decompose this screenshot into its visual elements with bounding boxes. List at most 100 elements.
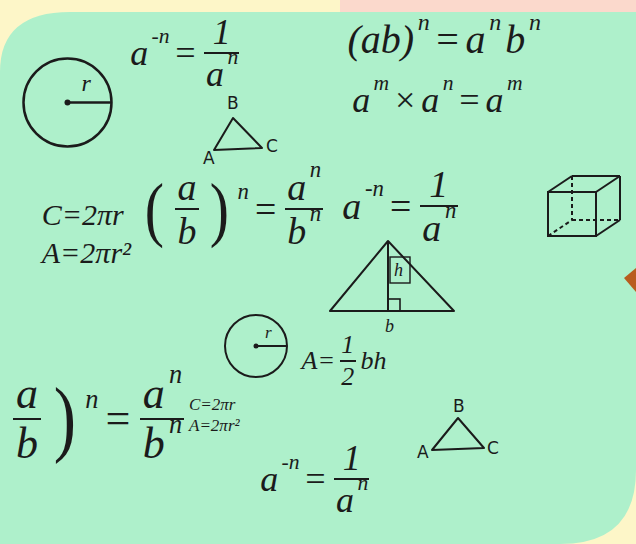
math-symbol: a <box>128 35 150 71</box>
fraction: 1 an <box>334 440 370 518</box>
fraction: ab <box>13 372 40 466</box>
denominator: an <box>204 56 240 92</box>
formula: a-n=1an <box>258 440 374 518</box>
triangle <box>214 118 262 150</box>
math-symbol: a <box>483 82 505 118</box>
exponent: n <box>488 10 503 34</box>
denominator: an <box>334 482 370 518</box>
math-symbol: b <box>503 20 528 60</box>
exponent: n <box>416 10 431 34</box>
top-strip <box>340 0 636 14</box>
fraction: 1 an <box>204 14 240 92</box>
radius-label: r <box>80 71 92 95</box>
exponent: n <box>236 181 250 204</box>
vertex-label: B <box>452 398 466 415</box>
exponent: n <box>308 159 322 182</box>
math-symbol: 1 <box>340 332 356 358</box>
base-label: b <box>384 317 395 335</box>
math-symbol: = <box>455 82 484 118</box>
math-symbol: = <box>385 187 415 225</box>
math-symbol: a <box>258 461 280 497</box>
denominator: bn <box>140 422 184 466</box>
numerator: an <box>140 372 184 416</box>
exponent: n <box>84 386 100 412</box>
math-symbol: = <box>301 461 330 497</box>
math-symbol: 1 <box>427 165 451 203</box>
mint-panel <box>0 12 636 544</box>
circle-outline <box>225 315 287 377</box>
formula: ab)n=anbn <box>8 372 189 466</box>
math-symbol: a <box>140 372 167 416</box>
circle-shape: r <box>20 55 115 150</box>
math-symbol: A= <box>300 348 337 374</box>
vertex-label: B <box>226 95 240 112</box>
math-symbol: a <box>340 187 364 225</box>
exponent: m <box>372 73 390 95</box>
triangle-outline <box>330 241 454 311</box>
math-symbol: 1 <box>210 14 232 50</box>
right-angle-mark <box>388 299 400 311</box>
fraction: ab <box>175 168 199 250</box>
fraction: anbn <box>140 372 184 466</box>
circle-outline <box>24 59 112 147</box>
math-symbol: a <box>334 482 356 518</box>
formula: A=2πr² <box>188 417 241 434</box>
math-symbol: = <box>100 397 135 441</box>
numerator: 1 <box>427 165 451 203</box>
math-symbol: a <box>463 20 488 60</box>
math-symbol: = <box>171 35 200 71</box>
shape-outline <box>222 312 290 380</box>
math-symbol: × <box>390 82 419 118</box>
math-symbol: bh <box>359 348 388 374</box>
exponent: n <box>308 203 322 226</box>
exponent: m <box>506 73 524 95</box>
parenthesis: ( <box>141 173 167 245</box>
fraction: 1 an <box>420 165 458 247</box>
triangle-shape: hb <box>328 235 458 345</box>
fraction-bar <box>13 418 40 420</box>
formula: A=2πr² <box>40 238 133 268</box>
parenthesis: ) <box>207 173 233 245</box>
denominator: b <box>175 212 199 250</box>
vertex-label: A <box>416 444 430 461</box>
numerator: 1 <box>340 332 356 358</box>
formula: A=12bh <box>300 332 388 390</box>
denominator: an <box>420 209 458 247</box>
math-symbol: = <box>431 20 463 60</box>
radius-line <box>256 345 287 347</box>
vertex-label: A <box>202 150 216 167</box>
formula: (ab)n=anbn <box>138 168 327 250</box>
math-symbol: b <box>13 422 40 466</box>
math-symbol: a <box>350 82 372 118</box>
circle-shape: r <box>222 312 290 380</box>
formula: C=2πr <box>40 200 126 230</box>
math-symbol: = <box>250 190 280 228</box>
math-symbol: (ab) <box>345 20 416 60</box>
exponent: n <box>356 473 369 495</box>
shape-outline <box>20 55 115 150</box>
denominator: b <box>13 422 40 466</box>
fraction-bar <box>340 360 356 362</box>
exponent: -n <box>280 452 301 474</box>
cube <box>548 176 620 236</box>
exponent: n <box>226 47 239 69</box>
radius-label: r <box>264 324 273 341</box>
height-label: h <box>393 261 404 279</box>
vertex-label: C <box>486 440 500 457</box>
exponent: n <box>167 361 183 387</box>
numerator: 1 <box>210 14 232 50</box>
label-box <box>390 257 410 283</box>
math-symbol: b <box>175 212 199 250</box>
fraction-bar <box>175 208 199 210</box>
formula: am×an=am <box>350 82 524 118</box>
exponent: n <box>167 411 183 437</box>
math-symbol: b <box>140 422 167 466</box>
math-symbol: 1 <box>340 440 362 476</box>
triangle <box>432 418 484 450</box>
formula: a-n=1an <box>340 165 462 247</box>
numerator: 1 <box>340 440 362 476</box>
exponent: n <box>441 73 454 95</box>
denominator: bn <box>285 212 323 250</box>
math-symbol: a <box>285 168 309 206</box>
